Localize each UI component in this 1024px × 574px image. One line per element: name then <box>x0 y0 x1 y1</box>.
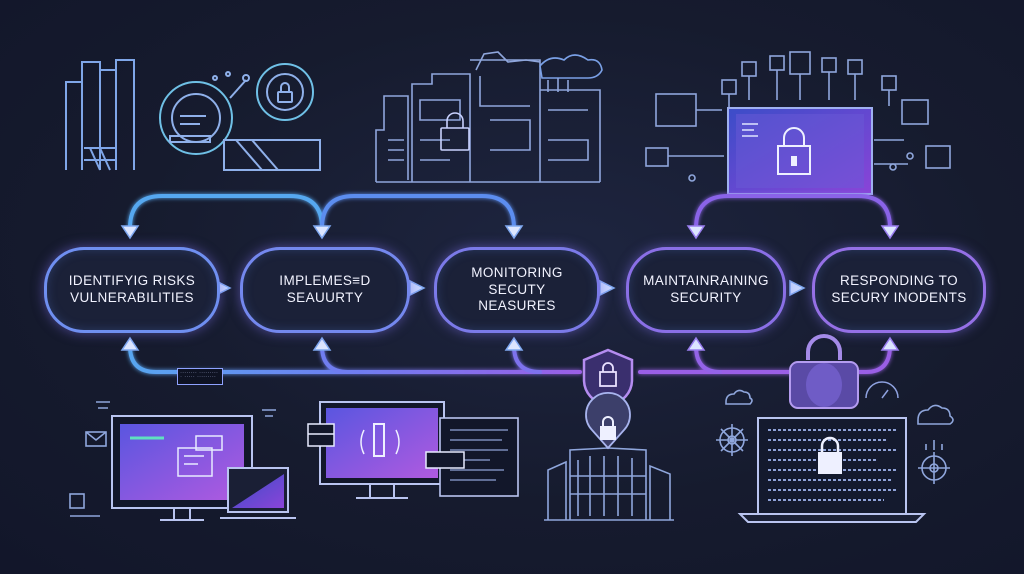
stage-label: MAINTAINRAINING SECURITY <box>643 273 769 305</box>
padlock-icon <box>585 392 631 450</box>
gauge-icon <box>865 381 899 399</box>
server-icon <box>375 51 603 183</box>
stage-identifying-risks[interactable]: IDENTIFYIG RISKS VULNERABILITIES <box>44 247 220 333</box>
building-icon <box>544 447 674 521</box>
stage-label: RESPONDING TO SECURY INODENTS <box>831 273 967 305</box>
stage-responding-incidents[interactable]: RESPONDING TO SECURY INODENTS <box>812 247 986 333</box>
building-icon <box>65 59 135 171</box>
stage-label: MONITORING SECUTY NEASURES <box>471 264 563 314</box>
padlock-icon <box>789 334 859 409</box>
laptop-icon <box>737 417 927 523</box>
stage-maintaining-security[interactable]: MAINTAINRAINING SECURITY <box>626 247 786 333</box>
padlock-circle-icon <box>159 63 321 171</box>
gear-icon <box>716 424 950 484</box>
computer-icon <box>111 415 296 521</box>
monitor-icon <box>307 401 519 499</box>
stage-label: IMPLEMES≡D SEAUURTY <box>279 273 371 305</box>
flow-lines <box>128 194 892 374</box>
stage-monitoring-security[interactable]: MONITORING SECUTY NEASURES <box>434 247 600 333</box>
chat-icon <box>69 401 276 517</box>
stage-label: IDENTIFYIG RISKS VULNERABILITIES <box>68 273 196 305</box>
cloud-icon <box>725 389 954 450</box>
small-tag-label: -------- ---------- ----- --------- <box>177 368 223 385</box>
stage-implementing-security[interactable]: IMPLEMES≡D SEAUURTY <box>240 247 410 333</box>
network-icon <box>645 51 951 182</box>
monitor-icon <box>727 107 873 195</box>
